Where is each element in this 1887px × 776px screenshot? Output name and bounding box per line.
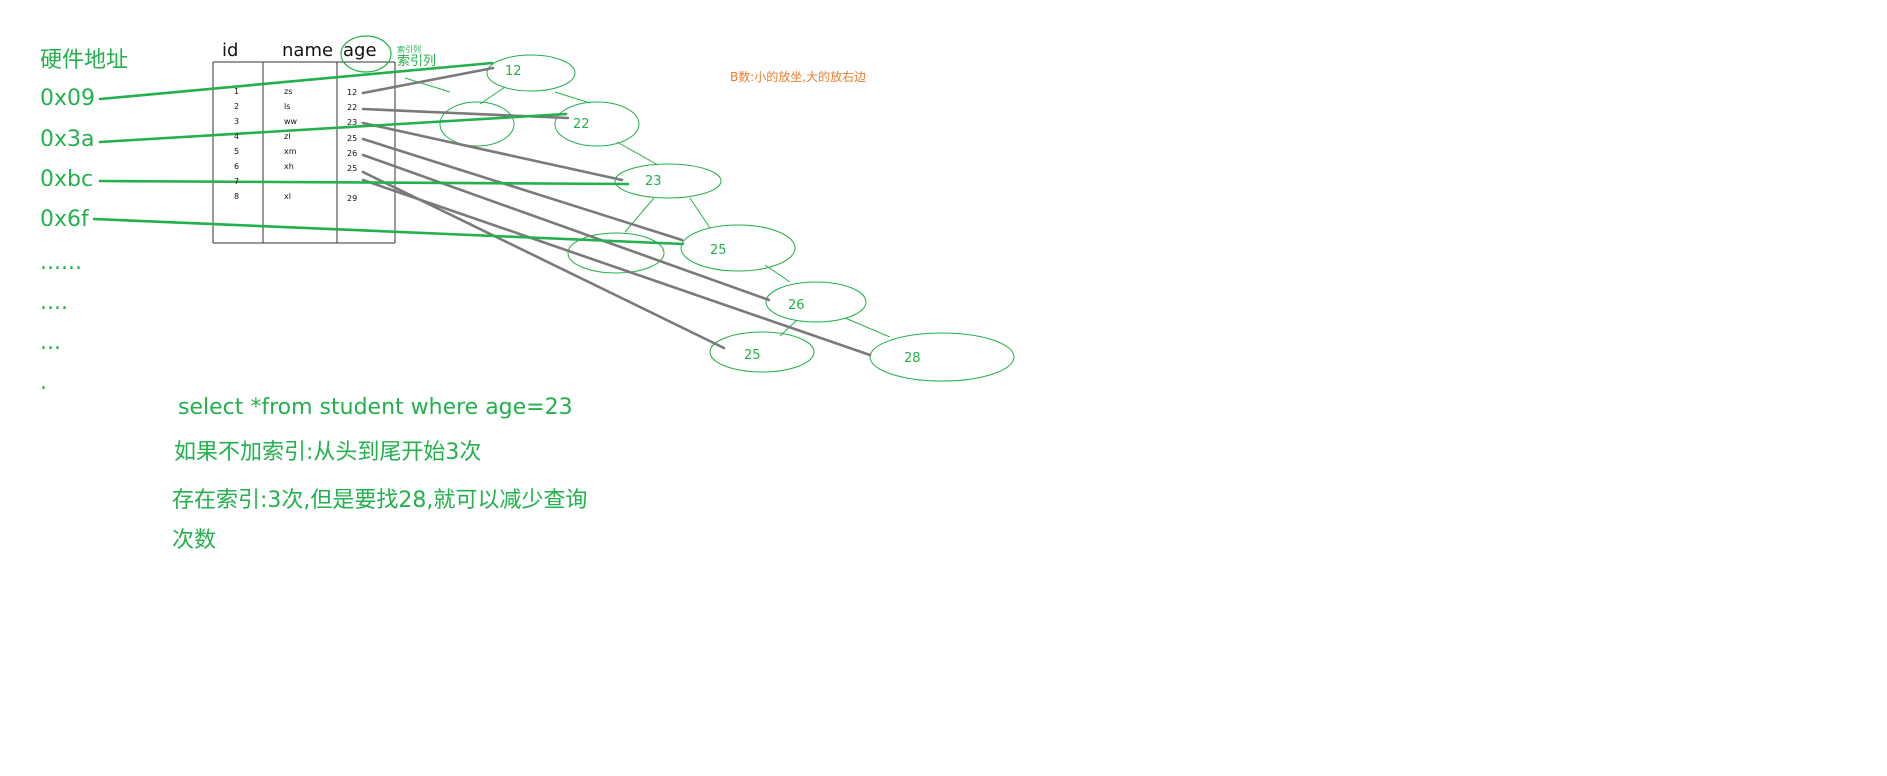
table-cell-age: 25 <box>347 134 358 143</box>
age-column-highlight <box>340 35 392 73</box>
tree-node-empty-left <box>439 101 515 147</box>
address-0xbc: 0xbc <box>40 167 94 192</box>
table-cell-id: 6 <box>234 162 240 171</box>
student-table-grid <box>212 61 396 244</box>
with-index-note-line1: 存在索引:3次,但是要找28,就可以减少查询 <box>172 488 588 513</box>
tree-node-empty-mid <box>567 232 665 274</box>
table-cell-name: ls <box>284 102 291 111</box>
table-header-age: age <box>343 40 377 61</box>
tree-node-23 <box>614 163 722 199</box>
table-cell-id: 4 <box>234 132 240 141</box>
tree-node-22 <box>554 101 640 147</box>
tree-node-label-12: 12 <box>505 64 522 79</box>
address-0x09: 0x09 <box>40 86 96 111</box>
hardware-address-title: 硬件地址 <box>40 48 129 73</box>
table-cell-name: xh <box>284 162 294 171</box>
tree-node-label-26: 26 <box>788 298 805 313</box>
table-cell-name: ww <box>284 117 298 126</box>
address-0x6f: 0x6f <box>40 207 89 232</box>
tree-node-25-b <box>709 331 815 373</box>
address-ellipsis-6: ...... <box>40 250 82 275</box>
table-cell-id: 7 <box>234 177 240 186</box>
table-cell-id: 3 <box>234 117 240 126</box>
tree-node-label-28: 28 <box>904 351 921 366</box>
table-cell-age: 25 <box>347 164 358 173</box>
tree-nodes <box>439 54 1015 382</box>
address-ellipsis-1: . <box>40 370 47 395</box>
table-cell-age: 22 <box>347 103 358 112</box>
tree-node-label-23: 23 <box>645 174 662 189</box>
with-index-note-line2: 次数 <box>172 528 217 553</box>
table-cell-age: 29 <box>347 194 358 203</box>
table-cell-name: xm <box>284 147 297 156</box>
table-cell-age: 26 <box>347 149 358 158</box>
tree-node-label-25-a: 25 <box>710 243 727 258</box>
table-cell-id: 2 <box>234 102 240 111</box>
address-ellipsis-3: ... <box>40 330 61 355</box>
table-header-id: id <box>222 40 239 61</box>
table-cell-age: 23 <box>347 118 358 127</box>
address-0x3a: 0x3a <box>40 127 95 152</box>
no-index-note: 如果不加索引:从头到尾开始3次 <box>174 440 482 465</box>
table-cell-id: 1 <box>234 87 240 96</box>
address-ellipsis-4: .... <box>40 290 68 315</box>
tree-node-25-a <box>680 224 796 272</box>
index-column-label: 索引列 <box>397 54 437 69</box>
table-cell-id: 5 <box>234 147 240 156</box>
btree-rule-note: B数:小的放坐,大的放右边 <box>730 70 867 84</box>
tree-node-26 <box>765 281 867 323</box>
table-header-name: name <box>282 40 334 61</box>
tree-node-28 <box>869 332 1015 382</box>
table-cell-id: 8 <box>234 192 240 201</box>
tree-edges <box>404 77 891 338</box>
table-cell-age: 12 <box>347 88 358 97</box>
tree-node-label-22: 22 <box>573 117 590 132</box>
table-cell-name: xl <box>284 192 291 201</box>
query-note: select *from student where age=23 <box>178 395 573 420</box>
address-pointer-lines <box>92 61 685 246</box>
tree-node-label-25-b: 25 <box>744 348 761 363</box>
tree-node-12 <box>486 54 576 92</box>
index-column-label-small: 索引列 <box>397 45 421 54</box>
table-cell-name: zl <box>284 132 291 141</box>
table-cell-name: zs <box>284 87 293 96</box>
